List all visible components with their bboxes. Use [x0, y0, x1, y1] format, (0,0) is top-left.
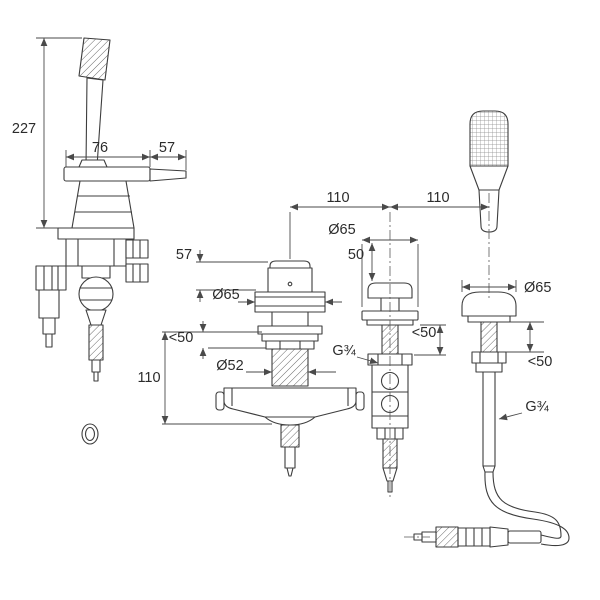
dim-label-o65-spout: Ø65	[212, 287, 239, 303]
spout-stem	[271, 311, 309, 327]
hose-ferrule	[507, 530, 542, 544]
dim-label-110-spout: 110	[137, 370, 160, 386]
spout-upper-cylinder	[267, 267, 313, 293]
dim-label-o52: Ø52	[216, 358, 243, 374]
mixer-ball-body	[78, 276, 114, 312]
mixer-lever-arm	[149, 168, 187, 182]
dim-label-50: 50	[348, 247, 364, 263]
mixer-block	[65, 238, 127, 267]
shower-drop-tube	[482, 371, 496, 467]
dim-label-g34-shower: G¾	[525, 399, 549, 415]
dimension-lines	[36, 37, 544, 425]
mixer-right-port-top	[125, 239, 149, 259]
dim-label-227: 227	[12, 121, 36, 137]
gasket-ring	[81, 423, 99, 445]
dimension-labels: 227 76 57 110 110 Ø65 50 57 Ø65 <50 Ø52 …	[12, 121, 552, 415]
dim-label-g34-diverter: G¾	[332, 343, 356, 359]
mixer-body	[71, 180, 135, 229]
mixer-handle-base	[78, 159, 108, 168]
shower-head	[469, 110, 509, 167]
spout-stud	[280, 424, 300, 448]
dim-label-110-right: 110	[426, 190, 449, 206]
spout-threaded-shank	[271, 348, 309, 387]
shower-rosette	[461, 291, 517, 317]
mixer-flange	[57, 227, 135, 240]
spout-cap	[269, 260, 311, 269]
center-lines	[389, 193, 490, 538]
shower-hose-connector	[413, 526, 542, 548]
bath-spout	[215, 260, 365, 477]
dim-label-o65-shower: Ø65	[524, 280, 551, 296]
mixer-left-port	[35, 265, 67, 291]
hand-shower	[461, 110, 570, 547]
spout-locknut	[265, 340, 315, 350]
mixer-threaded-shank	[88, 324, 104, 361]
shower-locknut	[471, 351, 507, 364]
spout-rosette-band	[254, 291, 326, 313]
dim-label-lt50-spout: <50	[169, 330, 194, 346]
shower-deck-stem	[480, 321, 498, 353]
dim-label-lt50-shower: <50	[528, 354, 553, 370]
spout-deck-flange	[257, 325, 323, 335]
dim-label-110-left: 110	[326, 190, 349, 206]
shower-hose-inner	[492, 471, 562, 539]
mixer-right-port-bottom	[125, 263, 149, 283]
hose-nut	[435, 526, 459, 548]
mixer-handle-grip	[78, 37, 111, 81]
dim-label-57-spout: 57	[176, 247, 192, 263]
mixer-valve	[35, 37, 187, 382]
spout-outlet-body	[223, 387, 357, 426]
hose-cone	[489, 526, 509, 548]
mixer-elbow-pipe	[38, 289, 60, 319]
shower-neck	[469, 165, 509, 191]
dim-label-lt50-diverter: <50	[412, 325, 437, 341]
dim-label-o65-diverter: Ø65	[328, 222, 355, 238]
spout-screw-dot	[287, 281, 293, 287]
dim-label-76: 76	[92, 140, 108, 156]
mixer-escutcheon	[63, 166, 151, 182]
dim-label-57-handle: 57	[159, 140, 175, 156]
shower-hose-outer	[484, 471, 570, 547]
